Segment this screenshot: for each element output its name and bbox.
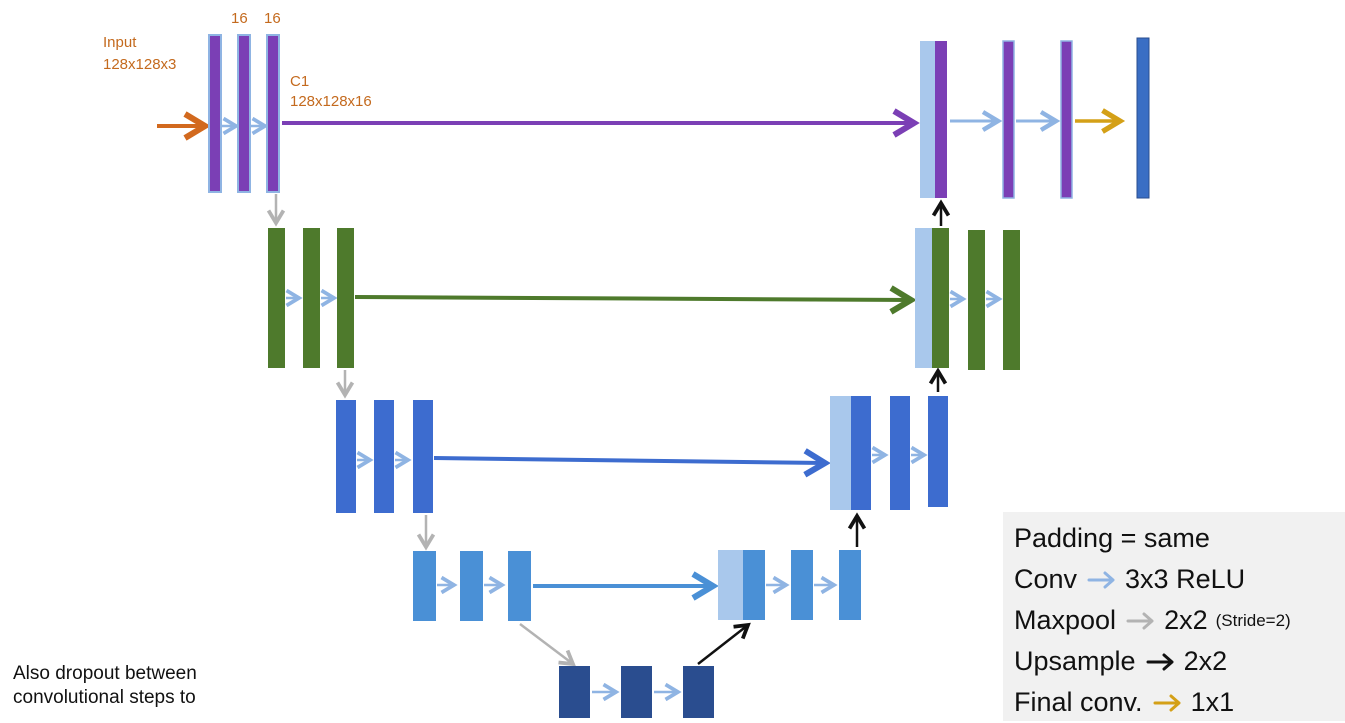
enc3-block-2 (374, 400, 394, 513)
output-block (1136, 37, 1150, 199)
upsample-arrow (697, 622, 751, 665)
enc2-block-1 (268, 228, 285, 368)
maxpool-arrow (519, 623, 576, 667)
enc4-block-3 (508, 551, 531, 621)
dec1-upsampled-block (935, 41, 947, 198)
legend-padding-text: Padding = same (1014, 523, 1210, 553)
bottleneck-block-3 (683, 666, 714, 718)
legend-final-conv: Final conv. 1x1 (1014, 682, 1345, 723)
dec4-concat-block (718, 550, 743, 620)
legend: Padding = same Conv 3x3 ReLU Maxpool 2x2… (1003, 512, 1345, 721)
enc1-block-3 (266, 34, 280, 193)
conv-arrow-icon (1087, 571, 1115, 588)
enc4-block-2 (460, 551, 483, 621)
legend-final-label: Final conv. (1014, 687, 1143, 717)
dec2-block-3 (1003, 230, 1020, 370)
dec1-block-3 (1060, 40, 1073, 199)
enc2-block-3 (337, 228, 354, 368)
enc3-block-1 (336, 400, 356, 513)
enc2-block-2 (303, 228, 320, 368)
legend-upsample-label: Upsample (1014, 646, 1136, 676)
legend-upsample: Upsample 2x2 (1014, 641, 1345, 682)
dec2-concat-block (915, 228, 932, 368)
dec4-block-3 (839, 550, 861, 620)
legend-maxpool-label: Maxpool (1014, 605, 1117, 635)
dec1-block-2 (1002, 40, 1015, 199)
legend-maxpool-value: 2x2 (1164, 605, 1208, 635)
filter-count-1: 16 (231, 10, 248, 27)
dec3-concat-block (830, 396, 851, 510)
bottleneck-block-2 (621, 666, 652, 718)
dec4-block-2 (791, 550, 813, 620)
skip-connection-2 (354, 285, 917, 315)
enc3-block-3 (413, 400, 433, 513)
legend-conv-value: 3x3 ReLU (1125, 564, 1246, 594)
dec3-upsampled-block (851, 396, 871, 510)
legend-upsample-value: 2x2 (1183, 646, 1228, 676)
filter-count-2: 16 (264, 10, 281, 27)
enc1-block-2 (237, 34, 251, 193)
legend-maxpool-note: (Stride=2) (1215, 611, 1291, 630)
bottleneck-block-1 (559, 666, 590, 718)
c1-size: 128x128x16 (290, 93, 372, 110)
legend-conv: Conv 3x3 ReLU (1014, 559, 1345, 600)
legend-conv-label: Conv (1014, 564, 1078, 594)
dropout-note: Also dropout between convolutional steps… (13, 663, 197, 708)
legend-maxpool: Maxpool 2x2 (Stride=2) (1014, 600, 1345, 641)
legend-final-value: 1x1 (1190, 687, 1235, 717)
c1-title: C1 (290, 73, 310, 90)
input-title: Input (103, 34, 137, 51)
upsample-arrow-icon (1146, 653, 1174, 670)
final-conv-arrow-icon (1153, 694, 1181, 711)
enc4-block-1 (413, 551, 436, 621)
maxpool-arrow-icon (1126, 612, 1154, 629)
enc1-block-1 (208, 34, 222, 193)
dec2-block-2 (968, 230, 985, 370)
dec3-block-3 (928, 396, 948, 507)
input-size: 128x128x3 (103, 56, 177, 73)
dec2-upsampled-block (932, 228, 949, 368)
dec3-block-2 (890, 396, 910, 510)
skip-connection-3 (433, 448, 831, 478)
dec1-concat-block (920, 41, 935, 198)
dec4-upsampled-block (743, 550, 765, 620)
legend-padding: Padding = same (1014, 518, 1345, 559)
